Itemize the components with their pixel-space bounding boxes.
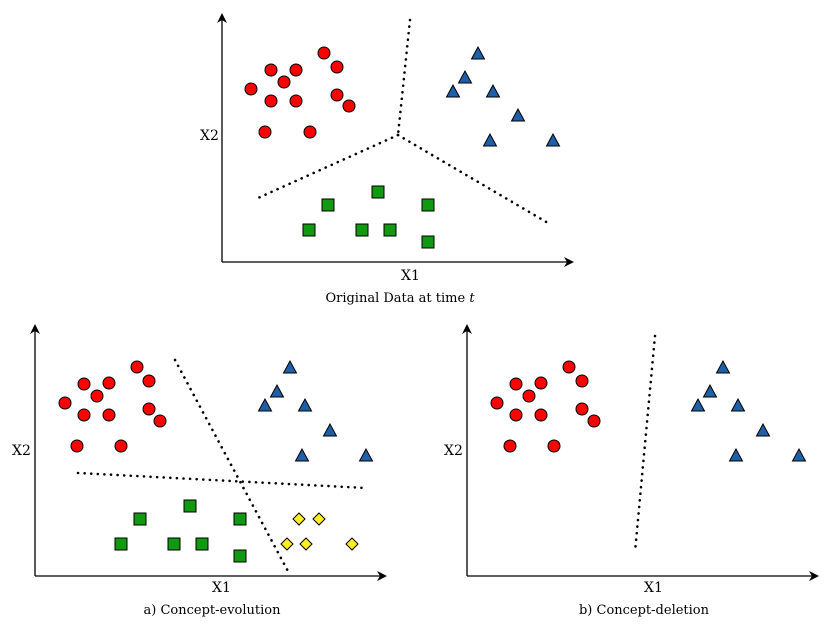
square-point <box>355 223 369 237</box>
decision-boundary <box>173 358 292 577</box>
circle-point <box>509 408 523 422</box>
triangle-point <box>297 397 313 412</box>
square-point <box>383 223 397 237</box>
triangle-point <box>358 447 374 462</box>
decision-boundary <box>396 18 412 137</box>
triangle-point <box>730 397 746 412</box>
square-point <box>421 235 435 249</box>
panel-concept-deletion: X2 X1 b) Concept-deletion <box>444 324 819 618</box>
panel-caption: b) Concept-deletion <box>579 603 710 618</box>
diamond-point <box>280 537 294 551</box>
triangle-point <box>791 447 807 462</box>
circle-point <box>77 408 91 422</box>
circle-point <box>130 360 144 374</box>
circle-point <box>90 389 104 403</box>
diamond-point <box>292 512 306 526</box>
square-point <box>233 549 247 563</box>
circle-point <box>547 439 561 453</box>
circle-point <box>509 377 523 391</box>
circle-point <box>264 94 278 108</box>
circle-point <box>562 360 576 374</box>
circle-point <box>317 46 331 60</box>
triangle-point <box>545 132 561 147</box>
circle-point <box>258 125 272 139</box>
triangle-point <box>728 447 744 462</box>
decision-boundary <box>396 133 550 225</box>
triangle-point <box>702 383 718 398</box>
circle-point <box>575 402 589 416</box>
circle-point <box>575 374 589 388</box>
circle-point <box>58 396 72 410</box>
square-point <box>114 537 128 551</box>
triangle-point <box>445 83 461 98</box>
circle-point <box>490 396 504 410</box>
circle-point <box>77 377 91 391</box>
circle-point <box>534 376 548 390</box>
y-axis-label: X2 <box>200 128 219 144</box>
square-point <box>195 537 209 551</box>
circle-point <box>330 88 344 102</box>
triangle-point <box>485 83 501 98</box>
triangle-point <box>457 69 473 84</box>
circle-point <box>153 414 167 428</box>
circle-point <box>277 75 291 89</box>
circle-point <box>289 94 303 108</box>
decision-boundary <box>633 334 657 554</box>
panel-caption: Original Data at time t <box>325 291 475 306</box>
y-axis-label: X2 <box>12 443 31 459</box>
square-point <box>233 512 247 526</box>
circle-point <box>114 439 128 453</box>
triangle-point <box>294 447 310 462</box>
circle-point <box>142 402 156 416</box>
diamond-point <box>345 537 359 551</box>
x-axis-label: X1 <box>401 268 420 284</box>
triangle-point <box>269 383 285 398</box>
square-point <box>133 512 147 526</box>
panel-concept-evolution: X2 X1 a) Concept-evolution <box>12 324 387 618</box>
decision-boundary <box>76 471 367 490</box>
circle-point <box>330 60 344 74</box>
triangle-point <box>510 107 526 122</box>
square-point <box>183 499 197 513</box>
square-point <box>371 185 385 199</box>
square-point <box>302 223 316 237</box>
circle-point <box>102 376 116 390</box>
circle-point <box>102 408 116 422</box>
triangle-point <box>755 422 771 437</box>
circle-point <box>142 374 156 388</box>
decision-boundary <box>256 133 400 200</box>
circle-point <box>244 82 258 96</box>
square-point <box>167 537 181 551</box>
circle-point <box>587 414 601 428</box>
triangle-point <box>322 422 338 437</box>
diamond-point <box>299 537 313 551</box>
square-point <box>421 198 435 212</box>
circle-point <box>303 125 317 139</box>
diamond-point <box>312 512 326 526</box>
circle-point <box>264 63 278 77</box>
triangle-point <box>282 359 298 374</box>
circle-point <box>289 63 303 77</box>
y-axis-label: X2 <box>444 443 463 459</box>
x-axis-label: X1 <box>644 580 663 596</box>
circle-point <box>522 389 536 403</box>
square-point <box>321 198 335 212</box>
circle-point <box>342 99 356 113</box>
triangle-point <box>715 359 731 374</box>
panel-caption: a) Concept-evolution <box>144 603 282 618</box>
circle-point <box>70 439 84 453</box>
circle-point <box>503 439 517 453</box>
triangle-point <box>257 397 273 412</box>
triangle-point <box>470 45 486 60</box>
panel-original-data: X2 X1 Original Data at time t <box>200 13 574 306</box>
triangle-point <box>690 397 706 412</box>
triangle-point <box>482 132 498 147</box>
circle-point <box>534 408 548 422</box>
x-axis-label: X1 <box>212 580 231 596</box>
